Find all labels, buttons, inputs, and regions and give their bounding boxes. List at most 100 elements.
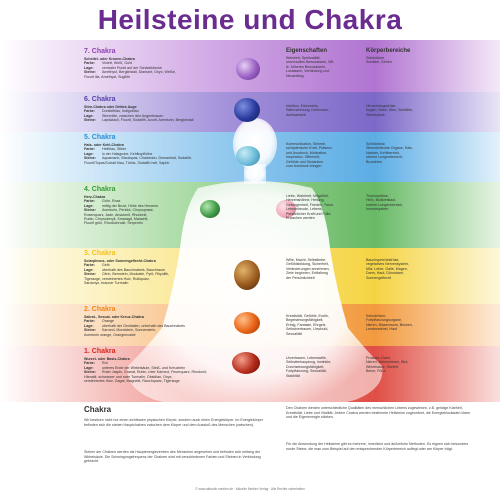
- chakra-detail-line: Solarplexus- oder Sonnengeflecht-Chakra: [84, 259, 234, 263]
- chakra-detail-label: Steine:: [84, 70, 96, 75]
- chakra-detail-text: mittig der Brust, Höhe des Herzens: [102, 203, 158, 208]
- chakra-detail-text: Sakral-, Sexual- oder Kreuz-Chakra: [84, 315, 144, 319]
- chakra-title: 1. Chakra: [84, 348, 116, 355]
- chakra-detail-line: Steine: Roter Jaspis, Granat, Rubin, rote…: [84, 370, 234, 374]
- poster-title: Heilsteine und Chakra: [97, 4, 403, 35]
- chakra-detail-text: Grün, Rosa: [102, 199, 121, 204]
- chakra-detail-text: Aquamarin, Blautopas, Chalcedon, Demanto…: [102, 156, 192, 161]
- chakra-detail-text: Hellblau, Silber: [102, 147, 127, 152]
- chakra-detail-text: Solarplexus- oder Sonnengeflecht-Chakra: [84, 259, 156, 263]
- chakra-detail-text: Orange: [102, 319, 114, 324]
- chakra-detail-line: Steine:Karneol, Mondstein, Sonnenstein,: [84, 328, 234, 332]
- chakra-detail-text: oberhalb des Bauchnabels, Bauchraum: [102, 267, 165, 272]
- chakra-detail-line: Sardonyx, brauner Turmalin: [84, 281, 234, 285]
- rose-quartz-stone-icon: [276, 200, 296, 218]
- chakra-detail-text: Gelb: [102, 263, 110, 268]
- chakra-title: 5. Chakra: [84, 134, 116, 141]
- amethyst-stone-icon: [236, 58, 260, 80]
- chakra-detail-line: Farbe: Orange: [84, 319, 234, 323]
- chakra-title: 2. Chakra: [84, 306, 116, 313]
- chakra-detail-line: Fluorit lila, Amethyst, Sugilith: [84, 75, 234, 79]
- chakra-detail-line: Steine: Aquamarin, Blautopas, Chalcedon, …: [84, 156, 234, 160]
- chakra-detail-text: Rubin, Chrysoberyll, Smaragd, Malachit,: [84, 217, 149, 221]
- chakra-koerperbereiche: Schilddrüse, Stimmbildende Organe, Hals,…: [366, 142, 413, 164]
- chakra-detail-label: Lage:: [84, 113, 94, 118]
- chakra-detail-text: Fluorit/Topas/Cobalt blau, Türkis, Sodal…: [84, 160, 170, 165]
- chakra-detail-label: Lage:: [84, 151, 94, 156]
- chakra-detail-text: Sardonyx, brauner Turmalin: [84, 281, 129, 285]
- chakra-eigenschaften: Kreativität, Gefühle, Erotik, Begeisteru…: [286, 314, 329, 336]
- chakra-detail-line: Fluorit grün, Rhodochrosit, Serpentin: [84, 221, 234, 225]
- chakra-detail-text: Citrin, Bernstein, Mookaite, Pyrit, Rhyo…: [102, 272, 170, 277]
- chakra-detail-label: Farbe:: [84, 361, 95, 366]
- chakra-detail-label: Steine:: [84, 370, 96, 375]
- chakra-detail-line: Hämatit, schwarzer und roter Turmalin, O…: [84, 375, 234, 379]
- chakra-detail-line: Lage: zentraler Punkt auf der Schädeldeck…: [84, 66, 234, 70]
- bottom-paragraph-left-2: Sieben der Chakren werden als Hauptenerg…: [84, 450, 261, 464]
- chakra-koerperbereiche: Keimdrüsen, Fortpflanzungsorgane, Nieren…: [366, 314, 413, 332]
- chakra-title: 7. Chakra: [84, 48, 116, 55]
- chakra-eigenschaften: Wille, Macht, Selbstliebe, Gefühlsbildun…: [286, 258, 330, 280]
- chakra-detail-text: Aventurin orange, Orangencalcit: [84, 332, 136, 337]
- chakra-detail-line: Wurzel- oder Basis-Chakra: [84, 357, 234, 361]
- chakra-detail-text: Dunkelblau, Indigoblau: [102, 109, 139, 114]
- chakra-koerperbereiche: Bauchspeicheldrüse, vegetatives Nervensy…: [366, 258, 410, 280]
- chakra-detail-label: Farbe:: [84, 147, 95, 152]
- chakra-detail-text: Lapislazuli, Fluorit, Sodalith, Azurit, …: [102, 118, 194, 123]
- chakra-title: 3. Chakra: [84, 250, 116, 257]
- chakra-detail-text: Amethyst, Bergkristall, Diamant, Onyx, W…: [102, 70, 176, 75]
- chakra-detail-label: Farbe:: [84, 319, 95, 324]
- bottom-paragraph-right-2: Für die Anwendung der Heilsteine gibt es…: [286, 442, 469, 451]
- chakra-detail-line: Lage: Stirnmitte, zwischen den Augenbraue…: [84, 114, 234, 118]
- chakra-detail-label: Lage:: [84, 365, 94, 370]
- chakra-detail-line: Lage:unteres Ende der Wirbelsäule, Steiß…: [84, 366, 234, 370]
- chakra-detail-label: Lage:: [84, 65, 94, 70]
- chakra-detail-text: Hämatit, schwarzer und roter Turmalin, O…: [84, 374, 173, 379]
- chakra-detail-label: Farbe:: [84, 109, 95, 114]
- chakra-detail-line: Rosenquarz, Jade, Amazonit, Rhodonit,: [84, 213, 234, 217]
- chakra-detail-label: Lage:: [84, 267, 94, 272]
- turquoise-stone-icon: [236, 146, 260, 166]
- chakra-detail-text: in der Halsgrube, Kehlkopfhöhe: [102, 151, 153, 156]
- lapis-stone-icon: [234, 98, 260, 122]
- chakra-detail-text: Herz-Chakra: [84, 195, 106, 199]
- chakra-detail-label: Steine:: [84, 208, 96, 213]
- meditation-silhouette: [127, 118, 383, 413]
- chakra-detail-line: Steine:Lapislazuli, Fluorit, Sodalith, A…: [84, 118, 234, 122]
- chakra-eigenschaften: Liebe, Wahrheit, Mitgefühl, Herzensnöhne…: [286, 194, 335, 221]
- chakra-detail-text: oberhalb der Genitalien, unterhalb des B…: [102, 323, 185, 328]
- chakra-koerperbereiche: Hirnanhangsdrüse, Augen, Nase, Stirn, Sc…: [366, 104, 414, 117]
- chakra-title: 4. Chakra: [84, 186, 116, 193]
- chakra-detail-text: Fluorit grün, Rhodochrosit, Serpentin: [84, 221, 143, 226]
- chakra-detail-line: Steine: Citrin, Bernstein, Mookaite, Pyri…: [84, 272, 234, 276]
- chakra-detail-text: zentraler Punkt auf der Schädeldecke: [102, 65, 162, 70]
- chakra-detail-text: Scheitel- oder Kronen-Chakra: [84, 57, 135, 61]
- chakra-detail-text: Stirnmitte, zwischen den Augenbrauen: [102, 113, 164, 118]
- chakra-detail-line: Aventurin orange, Orangencalcit: [84, 333, 234, 337]
- chakra-detail-text: Rosenquarz, Jade, Amazonit, Rhodonit,: [84, 212, 148, 217]
- chakra-koerperbereiche: Zirbeldrüse, Schädel, Gehirn: [366, 56, 392, 65]
- carnelian-stone-icon: [234, 312, 260, 334]
- chakra-detail-label: Farbe:: [84, 199, 95, 204]
- chakra-detail-text: Stirn-Chakra oder Drittes Auge: [84, 105, 137, 109]
- chakra-detail-line: Farbe: Dunkelblau, Indigoblau: [84, 109, 234, 113]
- chakra-detail-text: Roter Jaspis, Granat, Rubin, roter Karne…: [102, 370, 207, 375]
- chakra-detail-line: Sakral-, Sexual- oder Kreuz-Chakra: [84, 315, 234, 319]
- chakra-detail-text: Tigerauge, versteinertes Holz, Rutilquar…: [84, 276, 150, 281]
- chakra-detail-text: Rot: [102, 361, 108, 366]
- chakra-detail-label: Farbe:: [84, 61, 95, 66]
- chakra-detail-label: Steine:: [84, 156, 96, 161]
- header-eigenschaften: Eigenschaften: [286, 48, 328, 54]
- chakra-detail-line: Farbe:Gelb: [84, 263, 234, 267]
- chakra-eigenschaften: Intuition, Erkenntnis, Wahrnehmung, Dreh…: [286, 104, 330, 117]
- chakra-detail-line: versteinertes Holz, Gagat, Magnetit, Rau…: [84, 379, 234, 383]
- chakra-detail-line: Fluorit/Topas/Cobalt blau, Türkis, Sodal…: [84, 161, 234, 165]
- chakra-detail-line: Steine:Aventurin, Peridot, Chrysoprase,: [84, 208, 234, 212]
- chakra-detail-label: Steine:: [84, 272, 96, 277]
- chakra-detail-line: Lage: in der Halsgrube, Kehlkopfhöhe: [84, 152, 234, 156]
- chakra-eigenschaften: Weisheit, Spiritualität, universelles Be…: [286, 56, 335, 78]
- chakra-koerperbereiche: Thymusdrüse, Herz, Blutkreislauf, untere…: [366, 194, 404, 212]
- chakra-detail-text: Karneol, Mondstein, Sonnenstein,: [102, 328, 156, 333]
- chakra-detail-line: Lage: oberhalb des Bauchnabels, Bauchraum: [84, 268, 234, 272]
